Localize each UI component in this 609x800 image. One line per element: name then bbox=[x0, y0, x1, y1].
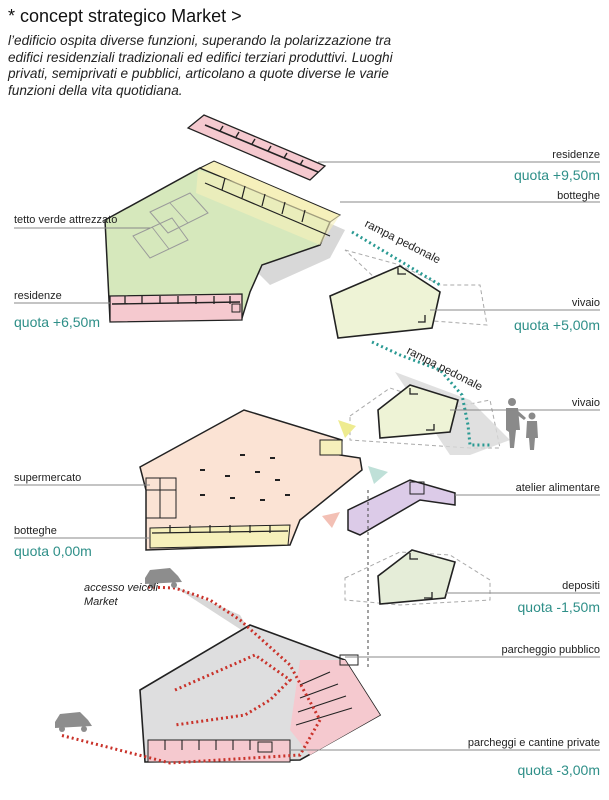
label-rampa-1: rampa pedonale bbox=[363, 218, 443, 266]
label-botteghe-top: botteghe bbox=[557, 190, 600, 202]
label-accesso-2: Market bbox=[84, 596, 119, 608]
label-atelier: atelier alimentare bbox=[516, 482, 600, 494]
label-botteghe-bottom: botteghe bbox=[14, 525, 57, 537]
label-residenze-top: residenze bbox=[552, 149, 600, 161]
label-quota-300: quota -3,00m bbox=[518, 762, 601, 778]
label-tetto-verde: tetto verde attrezzato bbox=[14, 214, 117, 226]
level-vivaio-2 bbox=[349, 340, 538, 455]
label-quota-650: quota +6,50m bbox=[14, 314, 100, 330]
label-quota-950: quota +9,50m bbox=[514, 167, 600, 183]
level-parking bbox=[139, 585, 382, 763]
label-vivaio-2: vivaio bbox=[572, 397, 600, 409]
intro-text: l’edificio ospita diverse funzioni, supe… bbox=[8, 33, 393, 98]
label-cantine: parcheggi e cantine private bbox=[468, 737, 600, 749]
label-accesso-1: accesso veicoli bbox=[84, 582, 159, 594]
label-quota-000: quota 0,00m bbox=[14, 543, 92, 559]
level-vivaio-1 bbox=[329, 230, 488, 339]
level-residenze-top bbox=[186, 114, 327, 181]
level-green-roof bbox=[104, 160, 345, 323]
label-residenze-left: residenze bbox=[14, 290, 62, 302]
label-quota-150: quota -1,50m bbox=[518, 599, 601, 615]
level-atelier bbox=[347, 479, 456, 536]
label-parcheggio: parcheggio pubblico bbox=[502, 644, 600, 656]
page-title: * concept strategico Market > bbox=[8, 6, 242, 26]
level-supermercato bbox=[139, 409, 363, 551]
label-vivaio-1: vivaio bbox=[572, 297, 600, 309]
level-depositi bbox=[344, 549, 491, 606]
label-supermercato: supermercato bbox=[14, 472, 81, 484]
label-quota-500: quota +5,00m bbox=[514, 317, 600, 333]
label-depositi: depositi bbox=[562, 580, 600, 592]
